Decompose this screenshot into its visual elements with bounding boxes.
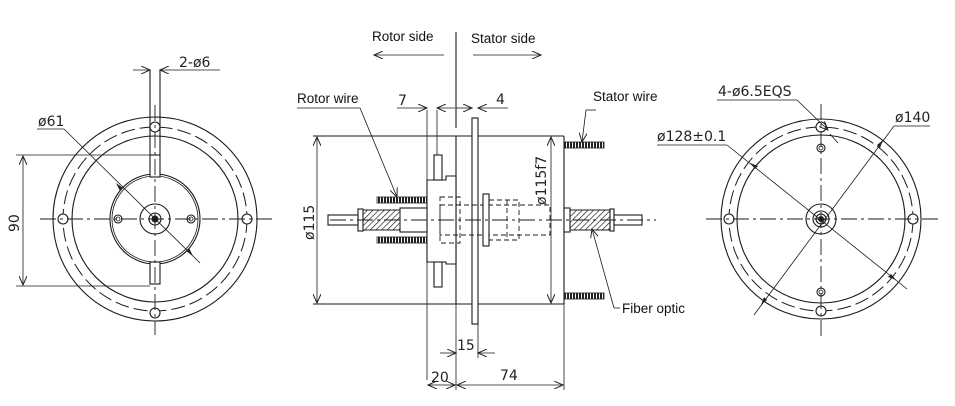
label-stator-side: Stator side xyxy=(471,31,536,46)
dim-fit-diameter: ø115f7 xyxy=(534,156,550,205)
stator-flange xyxy=(471,117,479,325)
label-fiber-optic: Fiber optic xyxy=(622,301,685,316)
front-view: 2-ø6 ø61 90 xyxy=(7,55,272,335)
stator-wire-bundle xyxy=(563,292,605,300)
dim-outer-diameter: ø140 xyxy=(895,110,930,126)
dim-15: 15 xyxy=(457,338,475,354)
label-rotor-side: Rotor side xyxy=(372,29,434,44)
side-view: Rotor side Stator side xyxy=(297,29,685,390)
dim-shaft-holes: 2-ø6 xyxy=(179,55,211,71)
dim-4: 4 xyxy=(496,92,505,108)
rotor-wire-bundle xyxy=(376,236,428,244)
dim-20: 20 xyxy=(431,370,449,386)
dim-7: 7 xyxy=(398,93,407,109)
label-stator-wire: Stator wire xyxy=(593,89,658,104)
rear-view: 4-ø6.5EQS ø128±0.1 ø140 xyxy=(657,84,938,336)
label-rotor-wire: Rotor wire xyxy=(297,91,359,106)
dim-74: 74 xyxy=(500,368,518,384)
dim-body-diameter: ø115 xyxy=(302,205,318,240)
dim-mounting-holes: 4-ø6.5EQS xyxy=(718,84,792,100)
dim-pcd: ø128±0.1 xyxy=(657,129,726,145)
stator-wire-bundle xyxy=(563,141,605,149)
dim-inner-diameter: ø61 xyxy=(38,114,64,130)
rotor-wire-bundle xyxy=(376,196,428,204)
dim-height: 90 xyxy=(7,214,23,232)
